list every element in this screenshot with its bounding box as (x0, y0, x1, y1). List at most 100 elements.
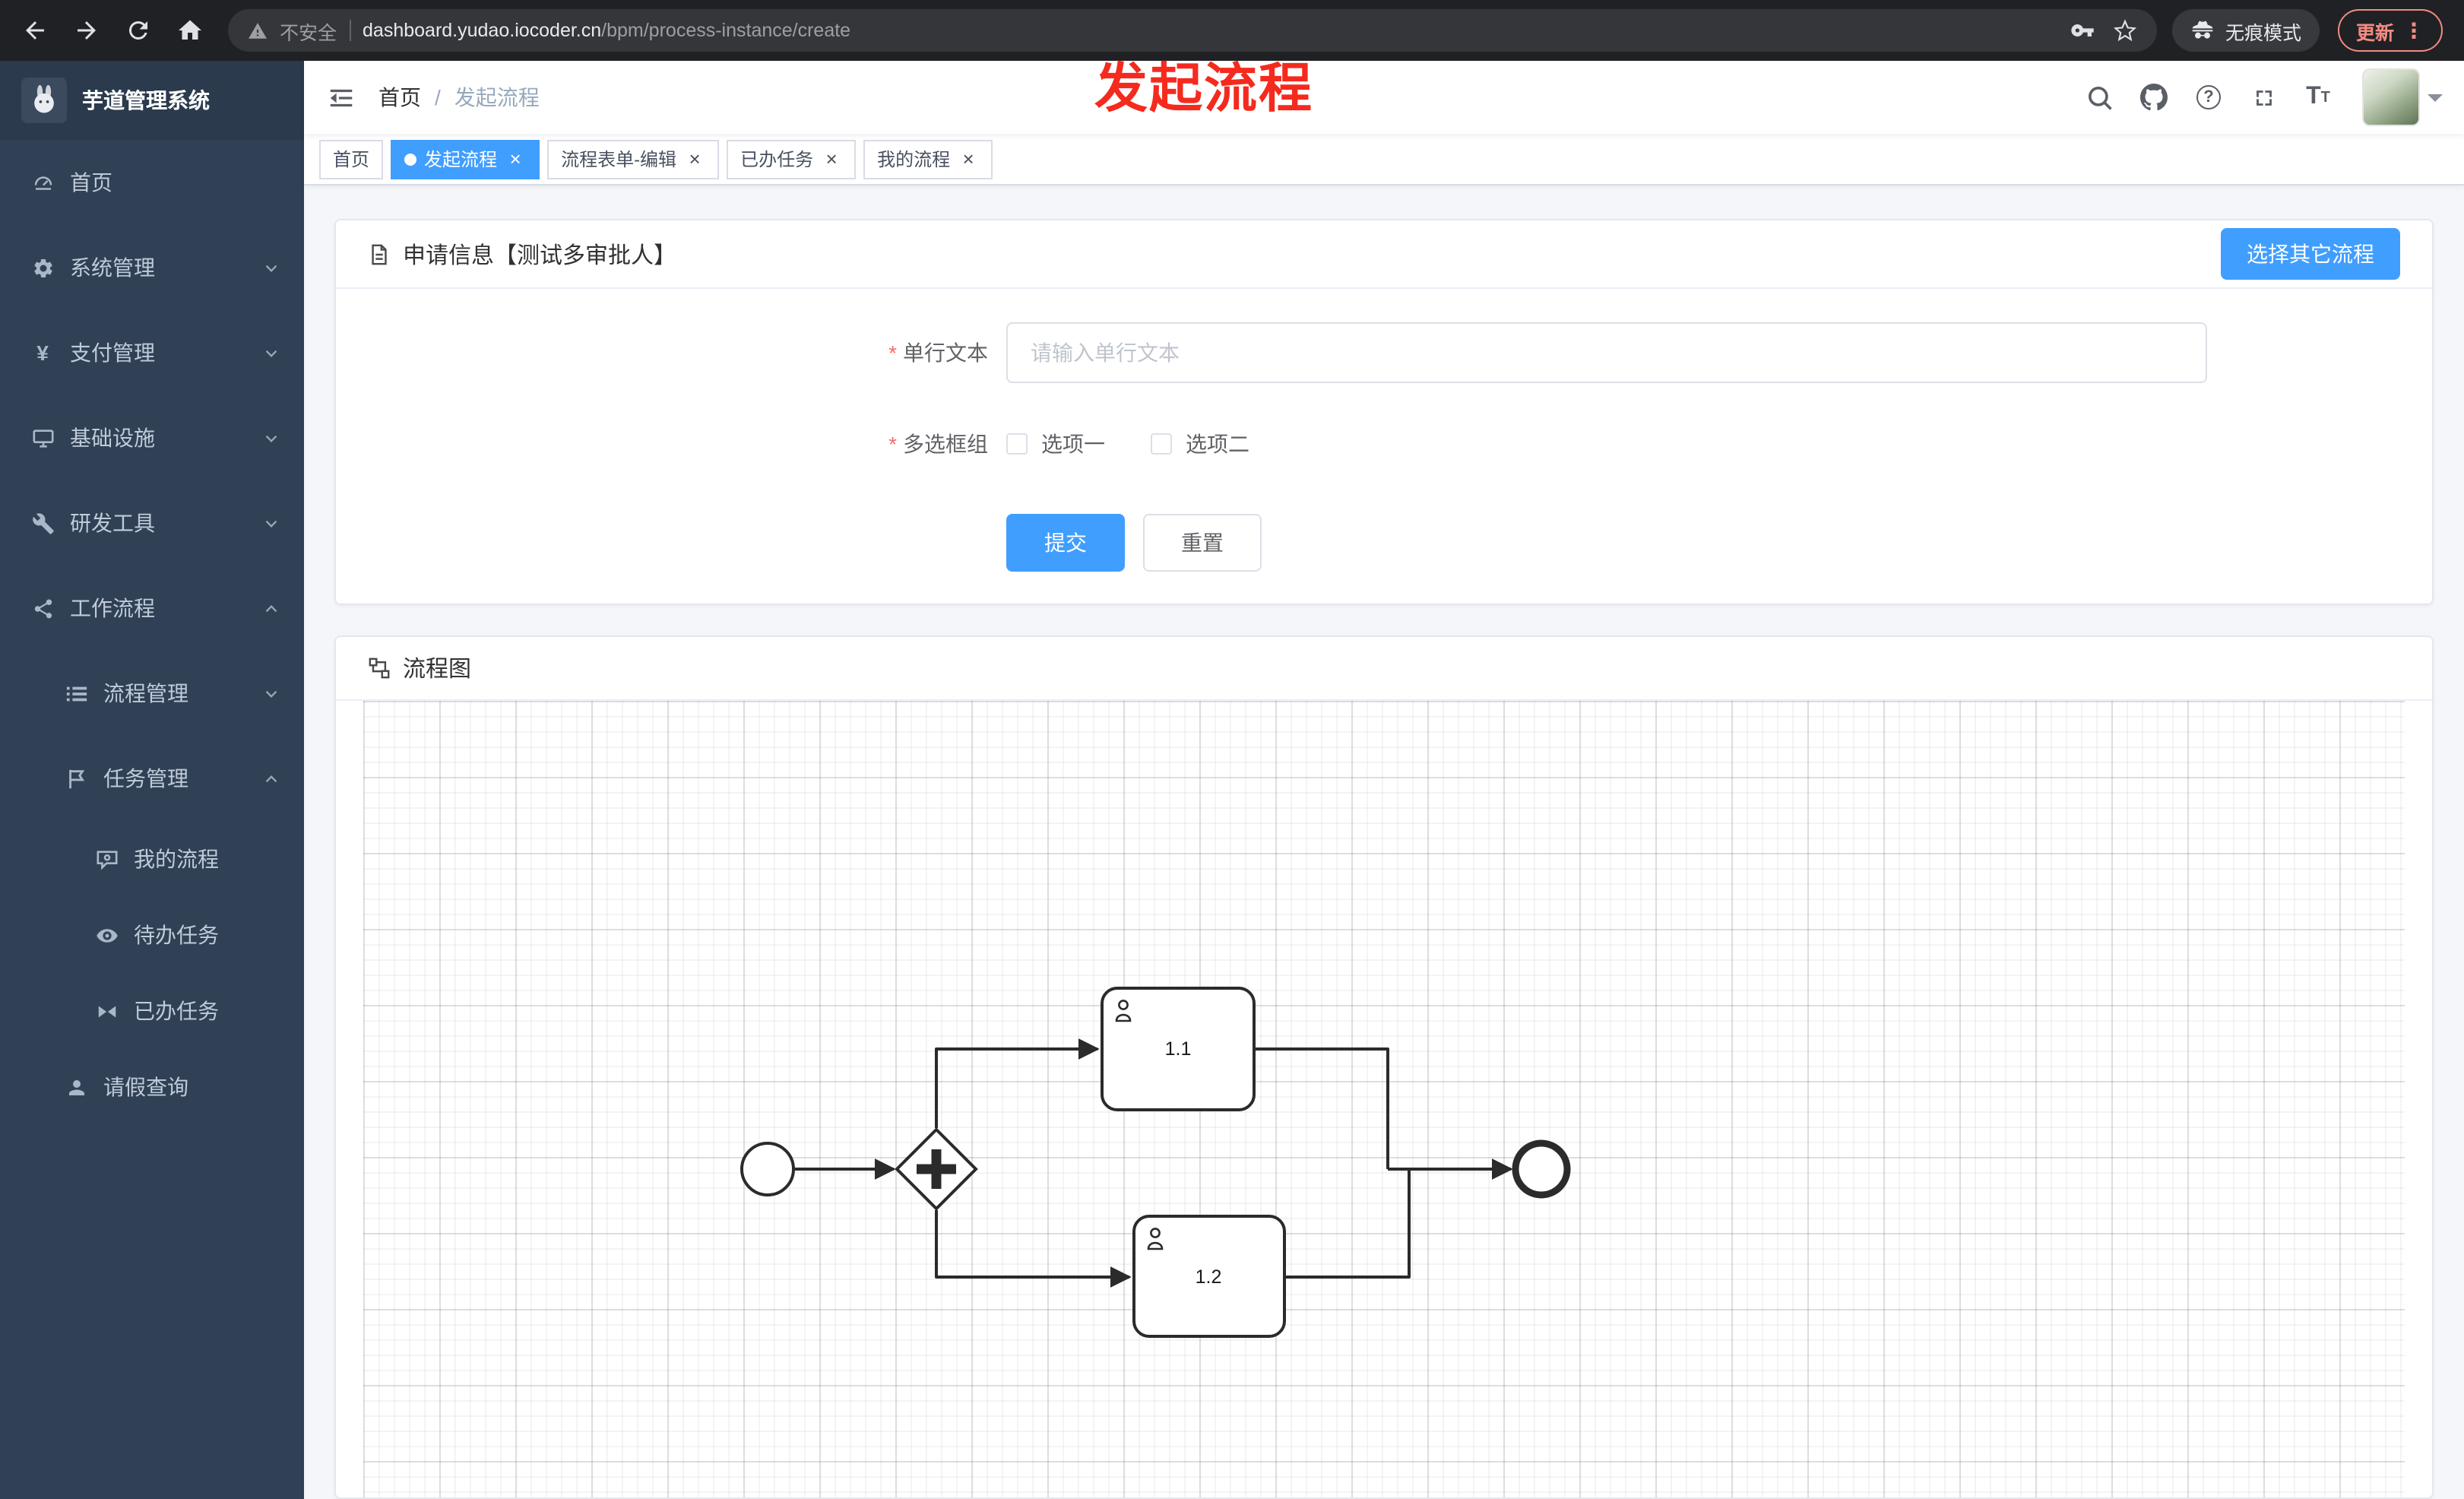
chevron-down-icon (263, 685, 280, 702)
flow-task-1-2-to-merge (1284, 1169, 1411, 1279)
sidebar-item-done-tasks[interactable]: 已办任务 (0, 973, 304, 1049)
help-button[interactable]: ? (2186, 73, 2231, 122)
my-process-icon (94, 848, 119, 870)
security-label: 不安全 (280, 22, 337, 43)
close-icon[interactable]: × (509, 147, 521, 170)
not-secure-warning-icon (249, 22, 267, 38)
breadcrumb-current: 发起流程 (454, 85, 540, 109)
reset-button[interactable]: 重置 (1143, 514, 1262, 572)
top-navbar: 首页 / 发起流程 ? (304, 61, 2464, 134)
process-list-icon (64, 682, 88, 705)
checkbox-option-2[interactable]: 选项二 (1151, 429, 1249, 459)
sidebar-item-process-management[interactable]: 流程管理 (0, 651, 304, 736)
kebab-menu-icon: ⋮ (2403, 17, 2424, 42)
start-event-node (740, 1142, 795, 1196)
process-diagram-title: 流程图 (403, 657, 472, 683)
sidebar-toggle-button[interactable] (304, 83, 378, 112)
rabbit-logo-icon (34, 84, 54, 113)
browser-reload-button[interactable] (116, 8, 161, 53)
sidebar: 芋道管理系统 首页 系统管理 ¥ 支付管理 (0, 61, 304, 1499)
tab-done-tasks[interactable]: 已办任务 × (727, 139, 857, 179)
required-mark: * (888, 341, 897, 365)
user-menu[interactable] (2362, 68, 2443, 126)
infrastructure-icon (30, 426, 55, 449)
annotation-text: 发起流程 (1094, 59, 1314, 119)
bookmark-star-icon[interactable] (2113, 18, 2137, 43)
caret-down-icon (2428, 94, 2443, 109)
incognito-badge: 无痕模式 (2171, 9, 2320, 52)
sidebar-item-payment-management[interactable]: ¥ 支付管理 (0, 310, 304, 395)
select-other-process-button[interactable]: 选择其它流程 (2221, 228, 2400, 280)
dashboard-icon (30, 171, 55, 194)
sidebar-item-workflow[interactable]: 工作流程 (0, 566, 304, 651)
tab-my-process[interactable]: 我的流程 × (863, 139, 993, 179)
breadcrumb-home[interactable]: 首页 (378, 85, 421, 109)
breadcrumb: 首页 / 发起流程 (378, 82, 540, 113)
update-label: 更新 (2355, 22, 2394, 43)
search-icon (2088, 86, 2111, 109)
single-line-text-item: *单行文本 (368, 322, 2400, 383)
browser-chrome: 不安全 dashboard.yudao.iocoder.cn/bpm/proce… (0, 0, 2464, 61)
process-diagram-header: 流程图 (336, 637, 2432, 701)
gear-icon (30, 256, 55, 279)
fullscreen-button[interactable] (2241, 73, 2286, 122)
tab-form-edit[interactable]: 流程表单-编辑 × (547, 139, 720, 179)
single-line-text-input[interactable] (1006, 322, 2207, 383)
sidebar-item-my-process[interactable]: 我的流程 (0, 821, 304, 897)
sidebar-item-home[interactable]: 首页 (0, 140, 304, 225)
sidebar-item-leave-query[interactable]: 请假查询 (0, 1049, 304, 1125)
browser-back-button[interactable] (12, 8, 58, 53)
flow-task-1-1-to-merge (1254, 1047, 1389, 1169)
active-tab-dot (404, 153, 417, 165)
sidebar-item-todo-tasks[interactable]: 待办任务 (0, 897, 304, 973)
chevron-up-icon (263, 770, 280, 787)
bpmn-diagram: 1.1 1.2 (740, 987, 1571, 1338)
chevron-up-icon (263, 600, 280, 616)
chevron-down-icon (263, 344, 280, 361)
sidebar-item-system-management[interactable]: 系统管理 (0, 225, 304, 310)
apply-info-form: *单行文本 *多选框组 选项一 (336, 289, 2432, 604)
browser-forward-button[interactable] (64, 8, 109, 53)
chevron-down-icon (263, 515, 280, 531)
tab-create-process[interactable]: 发起流程 × (391, 139, 540, 179)
password-key-icon[interactable] (2070, 18, 2095, 43)
apply-info-title: 申请信息【测试多审批人】 (403, 242, 677, 268)
sidebar-item-dev-tools[interactable]: 研发工具 (0, 480, 304, 566)
bpmn-canvas[interactable]: 1.1 1.2 (363, 701, 2405, 1497)
workflow-icon (30, 597, 55, 620)
hamburger-icon (330, 88, 353, 106)
task-label: 1.1 (1165, 1038, 1192, 1060)
single-line-text-label: *单行文本 (888, 341, 988, 365)
required-mark: * (888, 432, 897, 456)
checkbox-option-1[interactable]: 选项一 (1006, 429, 1105, 459)
checkbox-group-item: *多选框组 选项一 选项二 (368, 414, 2400, 474)
github-link[interactable] (2131, 73, 2177, 122)
submit-button[interactable]: 提交 (1006, 514, 1125, 572)
app-logo[interactable]: 芋道管理系统 (0, 61, 304, 140)
end-event-node (1512, 1139, 1571, 1199)
plus-icon (917, 1149, 956, 1189)
close-icon[interactable]: × (689, 147, 701, 170)
sidebar-item-infrastructure[interactable]: 基础设施 (0, 395, 304, 480)
browser-home-button[interactable] (167, 8, 213, 53)
header-search-button[interactable] (2076, 73, 2122, 122)
flow-gateway-to-task-1-2 (935, 1210, 1132, 1288)
parallel-gateway-node (895, 1127, 978, 1211)
chevron-down-icon (263, 259, 280, 276)
back-icon (26, 21, 44, 40)
browser-update-menu-button[interactable]: 更新 ⋮ (2337, 9, 2443, 52)
task-label: 1.2 (1196, 1266, 1222, 1288)
close-icon[interactable]: × (962, 147, 974, 170)
address-bar[interactable]: 不安全 dashboard.yudao.iocoder.cn/bpm/proce… (228, 9, 2157, 52)
close-icon[interactable]: × (825, 147, 838, 170)
github-icon (2140, 84, 2168, 111)
tab-home[interactable]: 首页 (319, 139, 384, 179)
flowchart-icon (368, 657, 391, 680)
checkbox-box-icon (1151, 433, 1172, 455)
forward-icon (78, 21, 96, 40)
sidebar-item-task-management[interactable]: 任务管理 (0, 736, 304, 821)
